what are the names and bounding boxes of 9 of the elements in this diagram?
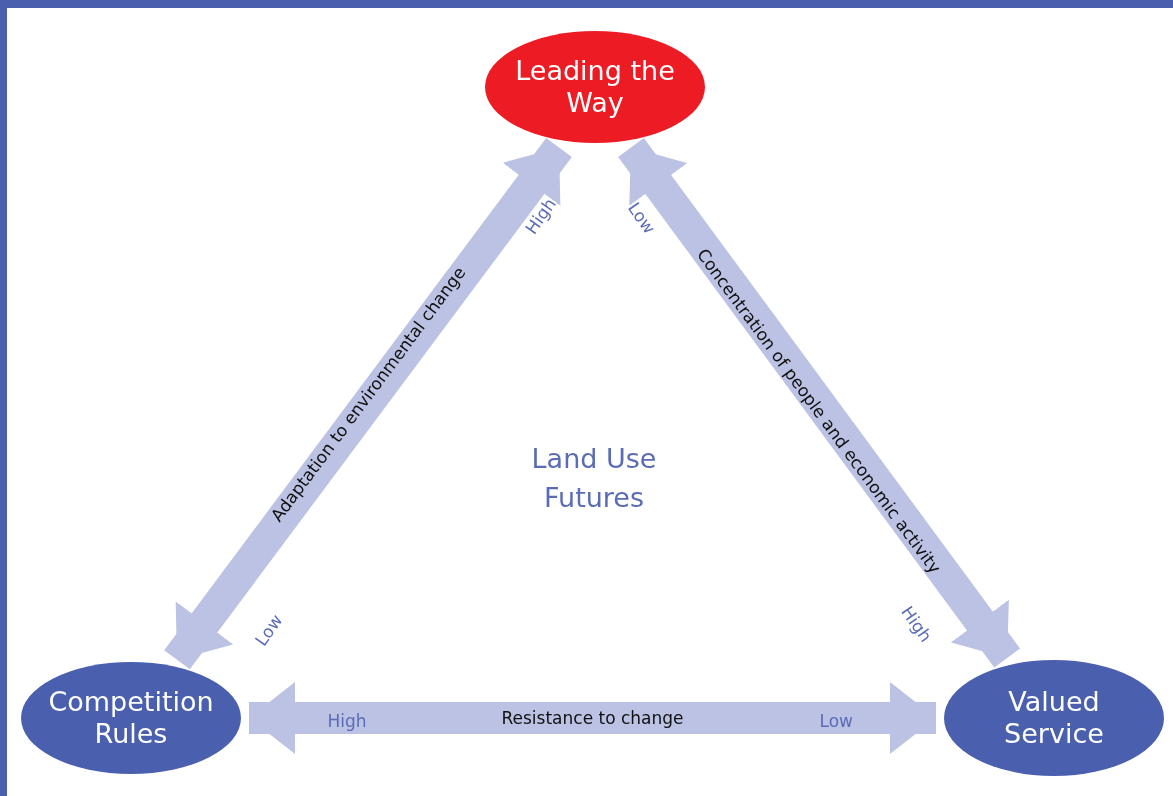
- end-label: High: [327, 711, 367, 731]
- center-title: Land Use Futures: [530, 442, 658, 516]
- double-arrow: [249, 682, 936, 754]
- end-label: Low: [819, 711, 853, 731]
- double-arrow: [618, 137, 1021, 668]
- node-label: Competition Rules: [47, 685, 215, 751]
- node-label: Valued Service: [1003, 685, 1105, 751]
- double-arrow: [164, 137, 572, 670]
- node-label: Leading the Way: [514, 54, 676, 120]
